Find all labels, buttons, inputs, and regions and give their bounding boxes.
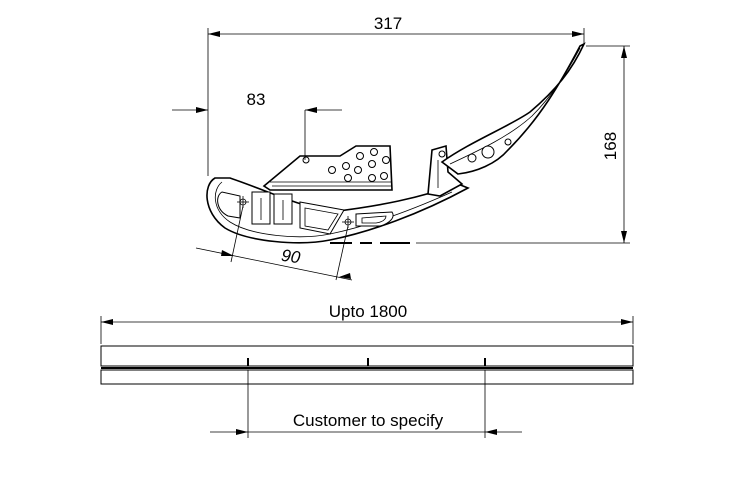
- bracket-hole: [342, 162, 350, 170]
- dim-spacing: 90: [195, 205, 353, 281]
- dim-length: Upto 1800: [100, 302, 634, 344]
- profile-view: [206, 42, 586, 244]
- plan-view: Upto 1800 Customer to specify: [100, 302, 634, 438]
- bracket-hole: [328, 166, 336, 174]
- dim-height: 168: [416, 45, 630, 244]
- dim-specify: Customer to specify: [210, 370, 522, 438]
- bracket-hole: [368, 174, 376, 182]
- bracket-hole: [368, 160, 376, 168]
- profile-wing: [440, 42, 586, 175]
- dim-offset: 83: [172, 90, 342, 160]
- dim-offset-text: 83: [247, 90, 266, 109]
- dim-length-text: Upto 1800: [329, 302, 407, 321]
- bracket-hole: [354, 166, 362, 174]
- bracket-hole: [302, 156, 310, 164]
- profile-slot-left: [217, 191, 241, 219]
- wing-hole: [504, 138, 512, 146]
- bracket-hole: [344, 174, 352, 182]
- plan-bar-bottom: [100, 369, 634, 385]
- profile-body-inner-line: [214, 181, 453, 238]
- bracket-hole: [356, 152, 364, 160]
- bracket-hole: [382, 156, 390, 164]
- dim-specify-text: Customer to specify: [293, 411, 444, 430]
- dim-overall-width: 317: [207, 14, 585, 176]
- clamp-hole: [438, 150, 446, 158]
- bracket-hole: [370, 148, 378, 156]
- dim-overall-width-text: 317: [374, 14, 402, 33]
- wing-hole: [467, 153, 477, 163]
- profile-window-4: [355, 211, 394, 227]
- dim-height-text: 168: [601, 132, 620, 160]
- dim-spacing-text: 90: [280, 246, 302, 268]
- wing-hole: [481, 145, 495, 159]
- profile-window-3: [299, 201, 345, 235]
- bracket-hole: [380, 172, 388, 180]
- profile-clamp: [427, 144, 464, 197]
